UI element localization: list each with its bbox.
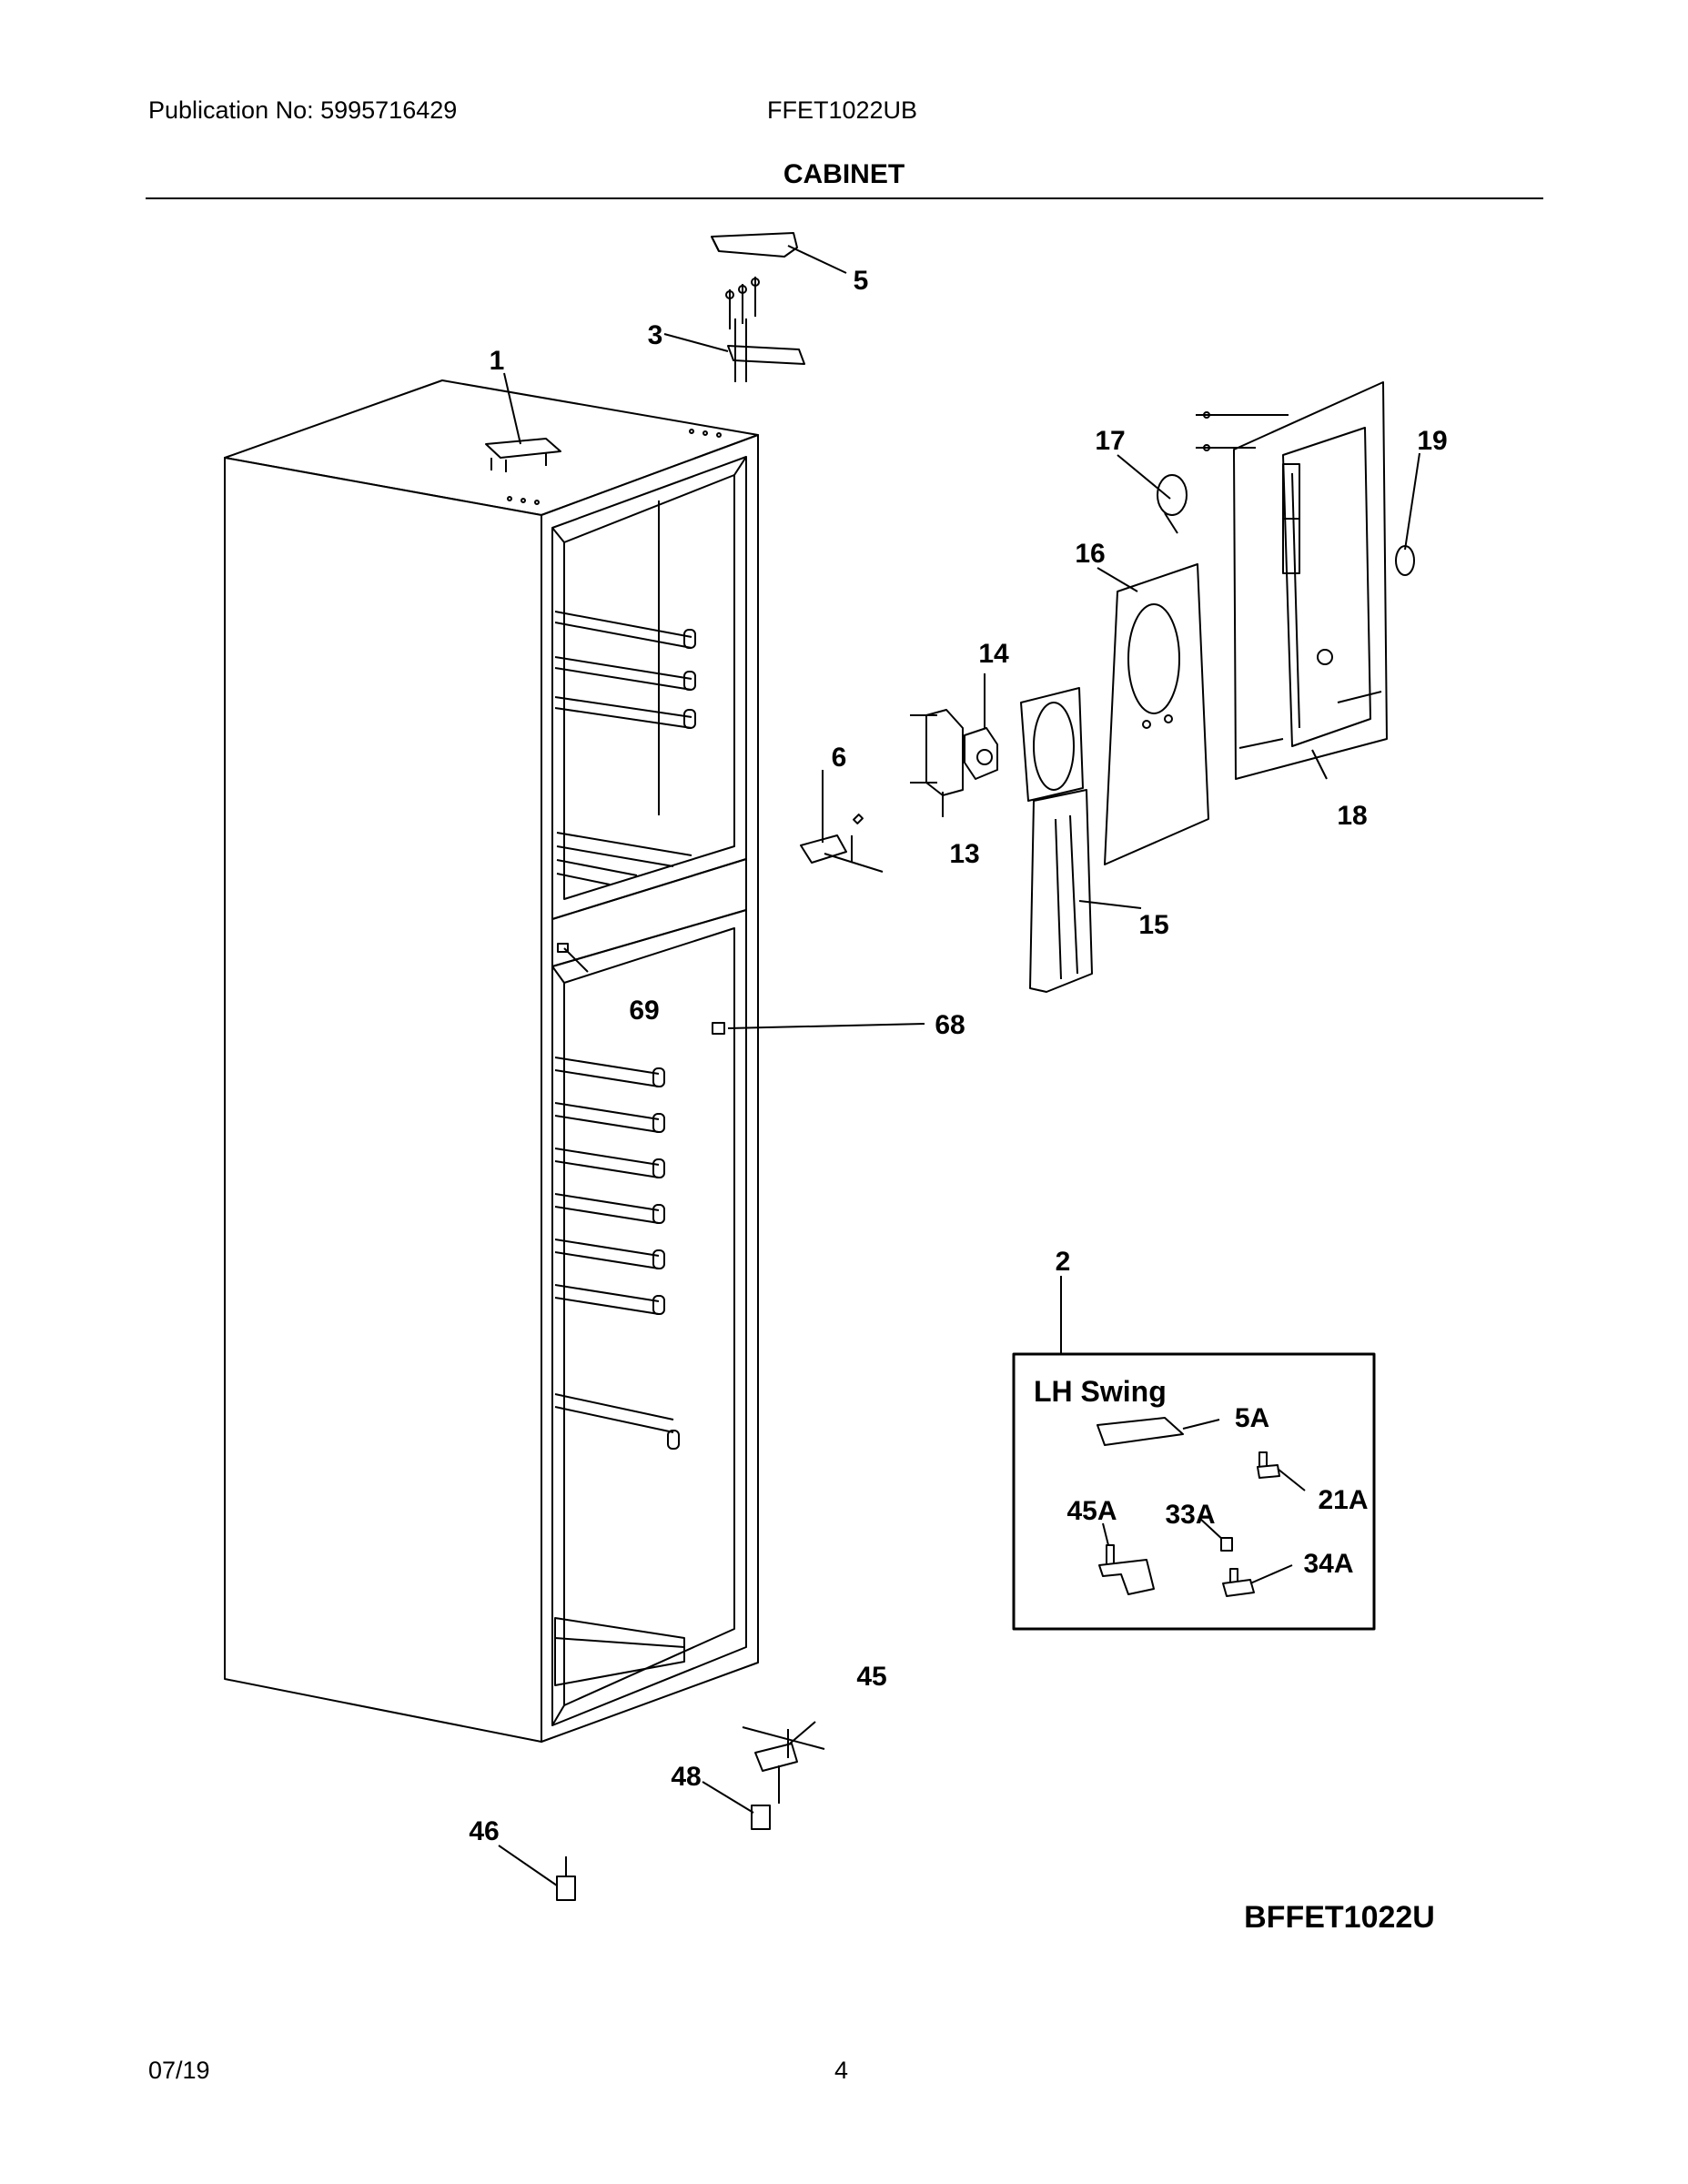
callout-48: 48 xyxy=(671,1762,701,1792)
callout-19: 19 xyxy=(1417,426,1447,456)
callout-14: 14 xyxy=(978,639,1009,669)
top-hinge-assembly xyxy=(711,232,805,382)
publication-number: Publication No: 5995716429 xyxy=(148,96,458,124)
page-number: 4 xyxy=(834,2057,849,2084)
diagram-code: BFFET1022U xyxy=(1244,1900,1435,1935)
cabinet-body xyxy=(224,379,759,1743)
callout-46: 46 xyxy=(469,1816,499,1846)
callout-16: 16 xyxy=(1075,539,1105,569)
bracket-part-6 xyxy=(800,814,884,873)
section-title: CABINET xyxy=(783,159,905,189)
callout-45: 45 xyxy=(856,1662,886,1692)
callout-2: 2 xyxy=(1056,1247,1071,1277)
leader-lines xyxy=(498,245,1420,1886)
model-number: FFET1022UB xyxy=(767,96,918,124)
callout-21a: 21A xyxy=(1318,1485,1368,1515)
callout-33a: 33A xyxy=(1165,1500,1215,1530)
callout-68: 68 xyxy=(935,1010,965,1040)
callout-34a: 34A xyxy=(1303,1549,1353,1579)
callout-45a: 45A xyxy=(1066,1496,1117,1526)
inset-title: LH Swing xyxy=(1034,1375,1167,1408)
callout-69: 69 xyxy=(629,996,659,1026)
callout-3: 3 xyxy=(648,320,663,350)
callout-17: 17 xyxy=(1095,426,1125,456)
footer-date: 07/19 xyxy=(148,2057,210,2084)
callout-1: 1 xyxy=(490,346,505,376)
callout-5: 5 xyxy=(854,266,869,296)
bottom-hinge-and-legs xyxy=(556,1726,825,1901)
lh-swing-inset xyxy=(1012,1352,1376,1631)
callout-18: 18 xyxy=(1337,801,1367,831)
callout-5a: 5A xyxy=(1235,1403,1269,1433)
callout-6: 6 xyxy=(832,743,847,773)
header-rule xyxy=(146,197,1543,199)
callout-13: 13 xyxy=(949,839,979,869)
evaporator-fan-assembly xyxy=(910,381,1415,993)
callout-15: 15 xyxy=(1138,910,1168,940)
